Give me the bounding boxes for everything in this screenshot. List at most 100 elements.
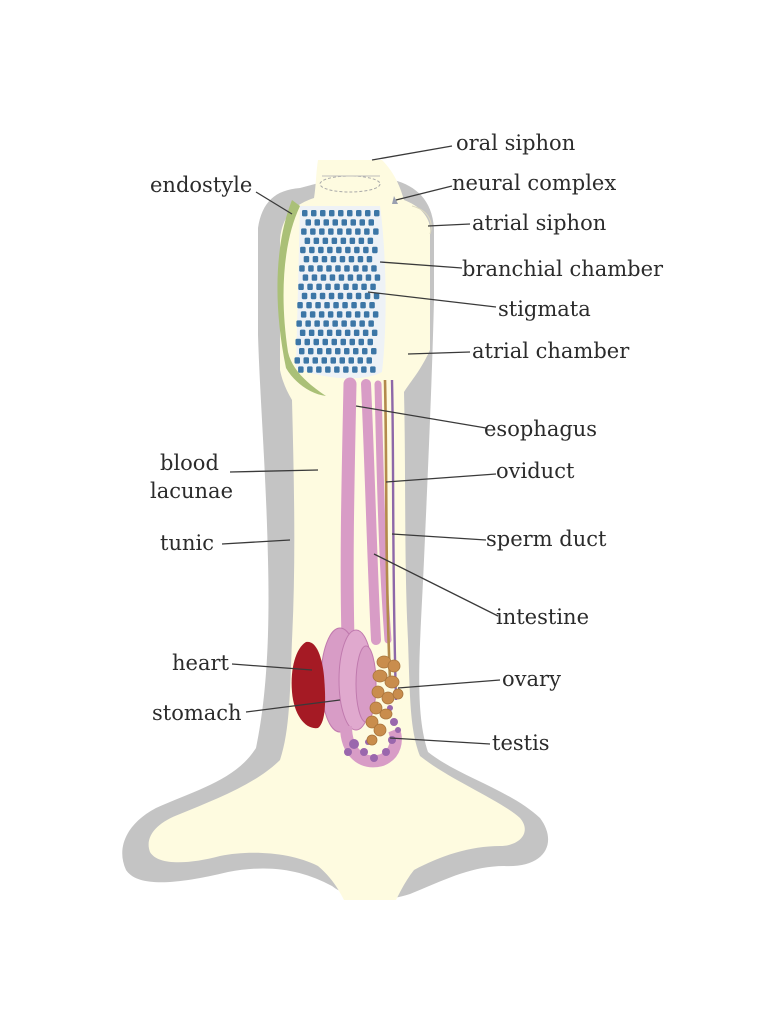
stigma-slit (367, 338, 373, 346)
stigma-slit (341, 320, 347, 327)
stigma-slit (322, 338, 328, 346)
heart-organ (291, 641, 326, 729)
stigma-slit (330, 256, 337, 263)
leader-atrial-siphon (427, 223, 471, 227)
label-ovary: ovary (502, 667, 561, 691)
stigma-slit (317, 329, 324, 336)
neural-complex-mark (392, 196, 398, 204)
stigma-slit (348, 357, 354, 364)
stigma-slit (326, 329, 333, 336)
stigma-slit (358, 237, 365, 244)
stigma-slit (349, 237, 356, 244)
stigma-slit (355, 228, 361, 235)
stigma-slit (337, 228, 343, 235)
stigma-slit (364, 292, 371, 300)
stigma-slit (353, 265, 359, 272)
stigma-slit (316, 283, 322, 290)
stigma-slit (357, 256, 364, 263)
stigma-slit (317, 265, 323, 272)
stigma-slit (363, 311, 370, 318)
stigma-slit (321, 256, 328, 263)
stigma-slit (356, 274, 363, 281)
stigma-slit (314, 320, 320, 327)
label-intestine: intestine (496, 605, 589, 629)
stigma-slit (374, 274, 381, 281)
stigma-slit (311, 274, 318, 281)
stigma-slit (313, 338, 319, 346)
stigma-slit (296, 320, 302, 327)
leader-branchial-chamber (379, 261, 463, 269)
label-atrial-chamber: atrial chamber (472, 339, 630, 363)
stigma-slit (319, 292, 326, 300)
stigma-slit (325, 283, 331, 290)
stigma-slit (337, 292, 344, 300)
stigma-slit (314, 219, 320, 226)
stigma-slit (352, 366, 358, 373)
stigma-slit (332, 320, 338, 327)
stigma-slit (310, 292, 317, 300)
stigma-slit (304, 338, 310, 346)
label-oviduct: oviduct (496, 459, 575, 483)
stigma-slit (335, 329, 342, 336)
stigma-slit (312, 256, 319, 263)
leader-oviduct (385, 473, 497, 483)
stigma-slit (354, 246, 360, 254)
stigma-slit (371, 348, 377, 355)
oviduct-tube (383, 379, 392, 681)
stigma-slit (301, 228, 307, 235)
stigma-slit (344, 265, 350, 272)
stigma-slit (294, 357, 300, 364)
stigma-slit (305, 219, 311, 226)
stigma-slit (340, 237, 347, 244)
leader-intestine (373, 553, 499, 617)
stigma-slit (332, 219, 338, 226)
stigma-slit (313, 237, 320, 244)
stigma-slit (322, 237, 329, 244)
stigma-slit (362, 265, 368, 272)
stigma-slit (343, 283, 349, 290)
stigma-slit (348, 256, 355, 263)
leader-oral-siphon (371, 145, 453, 161)
leader-atrial-chamber (407, 351, 471, 355)
stigma-slit (336, 311, 343, 318)
stigma-slit (368, 320, 374, 327)
stigma-slit (298, 283, 304, 290)
stigma-slit (302, 274, 309, 281)
leader-tunic (221, 539, 291, 545)
label-lacunae: lacunae (150, 479, 233, 503)
stigma-slit (330, 357, 336, 364)
stigma-slit (317, 348, 323, 355)
stigma-slit (339, 357, 345, 364)
stigma-slit (334, 366, 340, 373)
stigma-slit (342, 302, 348, 309)
stigma-slit (295, 338, 301, 346)
stigma-slit (349, 338, 355, 346)
stigma-slit (361, 283, 367, 290)
stigma-slit (299, 329, 306, 336)
label-atrial-siphon: atrial siphon (472, 211, 606, 235)
stigma-slit (369, 302, 375, 309)
stigma-slit (353, 348, 359, 355)
stigma-slit (359, 219, 365, 226)
stigma-slit (335, 348, 341, 355)
stigma-slit (312, 357, 318, 364)
stigma-slit (308, 265, 314, 272)
stigma-slit (306, 302, 312, 309)
stigma-slit (344, 329, 351, 336)
stigma-slit (364, 228, 370, 235)
stigma-slit (362, 329, 369, 336)
stigma-slit (323, 320, 329, 327)
stigma-slit (341, 219, 347, 226)
stigma-slit (336, 246, 342, 254)
label-endostyle: endostyle (150, 173, 252, 197)
stigma-slit (308, 329, 315, 336)
stigma-slit (343, 366, 349, 373)
stigmata-slits (294, 210, 381, 373)
stigma-slit (309, 246, 315, 254)
stigma-slit (302, 210, 308, 217)
label-oral-siphon: oral siphon (456, 131, 575, 155)
stigma-slit (300, 246, 306, 254)
stigma-slit (328, 292, 335, 300)
ovary-organ (365, 655, 404, 746)
stigma-slit (370, 366, 376, 373)
